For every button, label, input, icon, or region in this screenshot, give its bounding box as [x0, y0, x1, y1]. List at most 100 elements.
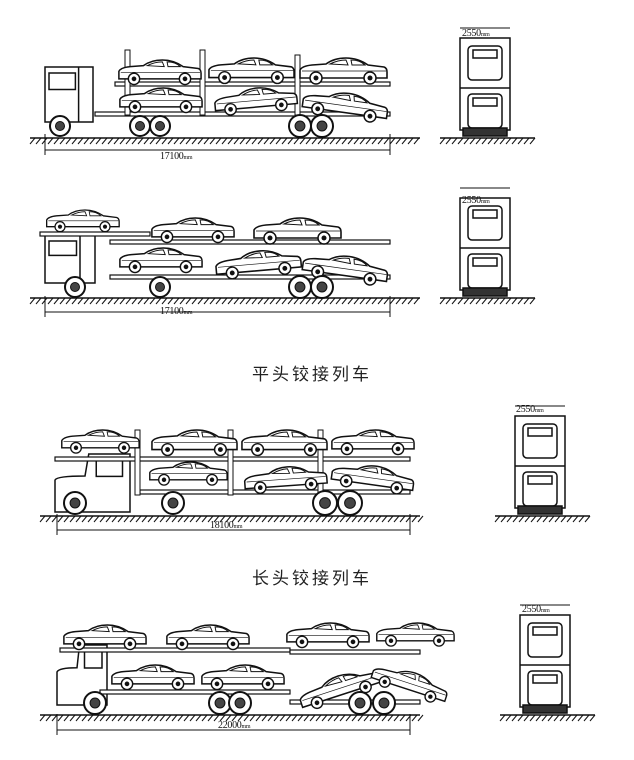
car-body: [46, 209, 120, 228]
car-window: [358, 431, 395, 438]
car: [370, 668, 448, 703]
car-hub: [307, 447, 313, 452]
row3-width-label: 2550mm: [516, 404, 544, 415]
ground-hatch: [359, 137, 366, 145]
ground-hatch: [53, 297, 60, 305]
car: [61, 429, 140, 454]
ground-hatch: [475, 297, 482, 305]
ground-hatch: [371, 137, 378, 145]
ground-hatch: [393, 515, 400, 523]
ground-hatch: [105, 515, 112, 523]
car-hub: [164, 234, 170, 240]
ground-line: [39, 515, 424, 523]
ground-hatch: [407, 297, 414, 305]
wheel-hub: [55, 121, 65, 131]
ground-hatch: [59, 297, 66, 305]
car-hub: [313, 75, 319, 81]
ground-hatch: [99, 714, 106, 722]
dimension-line: [56, 714, 411, 735]
car-window: [328, 59, 367, 66]
ground-hatch: [51, 515, 58, 523]
end-car-window: [472, 97, 498, 107]
ground-hatch: [393, 714, 400, 722]
ground-hatch: [317, 297, 324, 305]
ground-hatch: [141, 515, 148, 523]
ground-hatch: [530, 515, 537, 523]
ground-hatch: [243, 714, 250, 722]
car-trim: [217, 259, 300, 268]
ground-hatch: [395, 137, 402, 145]
car-window: [282, 219, 321, 226]
ground-hatch: [215, 137, 222, 145]
wheel-hub: [155, 121, 165, 131]
ground-hatch: [227, 137, 234, 145]
ground-hatch: [77, 137, 84, 145]
car-hub: [257, 485, 263, 491]
ground-hatch: [77, 297, 84, 305]
car-body: [299, 57, 388, 79]
ground-hatch: [529, 297, 536, 305]
car-hub: [132, 104, 138, 110]
ground-hatch: [255, 714, 262, 722]
ground-hatch: [81, 714, 88, 722]
car-hub: [344, 446, 350, 452]
ground-hatch: [249, 515, 256, 523]
ground-hatch: [159, 515, 166, 523]
ground-hatch: [572, 515, 579, 523]
car-window: [359, 467, 395, 476]
ground-hatch: [189, 714, 196, 722]
ground-hatch: [353, 137, 360, 145]
row4-width-label: 2550mm: [522, 604, 550, 615]
ground-hatch: [161, 137, 168, 145]
car-window: [228, 666, 265, 673]
car-hub: [321, 235, 327, 241]
ground-hatch: [463, 137, 470, 145]
car-hub: [350, 639, 356, 645]
ground-hatch: [215, 297, 222, 305]
car-hub: [230, 641, 236, 647]
ground-hatch: [389, 137, 396, 145]
car-hub: [267, 235, 273, 241]
ground-hatch: [541, 714, 548, 722]
ground-hatch: [47, 297, 54, 305]
ground-line: [494, 515, 591, 523]
car-hub: [282, 265, 288, 271]
ground-hatch: [263, 137, 270, 145]
car-hub: [315, 106, 321, 112]
car-hub: [76, 641, 82, 647]
ground-hatch: [239, 137, 246, 145]
ground-hatch: [365, 137, 372, 145]
ground-hatch: [171, 714, 178, 722]
car-window: [193, 626, 230, 633]
ground-hatch: [255, 515, 262, 523]
ground-hatch: [141, 714, 148, 722]
ground-hatch: [327, 714, 334, 722]
ground-hatch: [129, 515, 136, 523]
ground-hatch: [201, 714, 208, 722]
ground-hatch: [395, 297, 402, 305]
ground-hatch: [389, 297, 396, 305]
ground-hatch: [95, 137, 102, 145]
ground-hatch: [129, 714, 136, 722]
ground-hatch: [387, 714, 394, 722]
ground-hatch: [165, 515, 172, 523]
ground-hatch: [213, 515, 220, 523]
ground-hatch: [345, 714, 352, 722]
deck-rail: [59, 647, 291, 653]
ground-hatch: [39, 515, 46, 523]
ground-hatch: [105, 714, 112, 722]
ground-hatch: [299, 297, 306, 305]
wheel-hub: [167, 497, 179, 509]
ground-hatch: [221, 297, 228, 305]
car-hub: [222, 75, 228, 80]
ground-hatch: [309, 714, 316, 722]
wheel-hub: [294, 120, 306, 132]
ground-hatch: [65, 137, 72, 145]
car: [46, 209, 120, 233]
ground-hatch: [99, 515, 106, 523]
car-window: [146, 249, 183, 256]
ground-hatch: [365, 297, 372, 305]
wheel-hub: [319, 497, 331, 509]
ground-hatch: [329, 137, 336, 145]
ground-hatch: [493, 137, 500, 145]
